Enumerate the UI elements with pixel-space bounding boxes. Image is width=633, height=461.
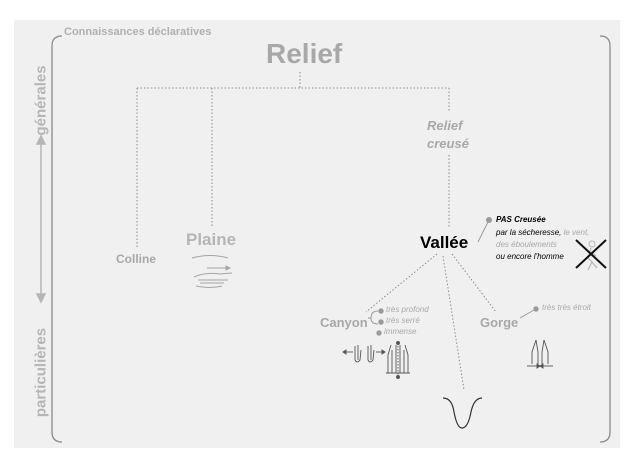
vallee-note-title: PAS Creusée bbox=[496, 215, 546, 224]
node-gorge: Gorge bbox=[480, 315, 519, 330]
node-relief-creuse-line1: Relief bbox=[427, 118, 463, 133]
vallee-note-line3: ou encore l'homme bbox=[496, 252, 564, 261]
axis-label-bottom: particulières bbox=[32, 327, 50, 418]
crossed-out-person-icon bbox=[575, 239, 607, 271]
left-bracket bbox=[51, 35, 63, 443]
vallee-note-dot bbox=[486, 217, 492, 223]
gorge-note-1: très très étroit bbox=[542, 303, 591, 312]
canyon-note-3: immense bbox=[384, 327, 417, 336]
section-label: Connaissances déclaratives bbox=[64, 26, 212, 38]
node-canyon: Canyon bbox=[320, 315, 368, 330]
node-vallee: Vallée bbox=[420, 233, 469, 252]
u-curve-icon bbox=[442, 397, 483, 429]
gorge-note-link bbox=[519, 309, 535, 319]
node-relief-creuse-line2: creusé bbox=[427, 136, 469, 151]
vallee-note-line1-b: le vent, bbox=[561, 228, 590, 237]
gorge-hands-gesture-icon bbox=[527, 339, 553, 369]
vallee-to-bottom bbox=[442, 255, 465, 391]
vallee-note-link bbox=[477, 221, 489, 243]
vallee-to-gorge bbox=[451, 253, 497, 313]
narrow-hands-gesture-icon bbox=[386, 341, 410, 379]
axis-label-top: générales bbox=[32, 65, 50, 136]
node-colline: Colline bbox=[116, 252, 157, 266]
canyon-note-2: très serré bbox=[386, 316, 420, 325]
spread-hands-gesture-icon bbox=[342, 345, 386, 363]
node-relief: Relief bbox=[266, 38, 343, 69]
node-plaine: Plaine bbox=[186, 230, 237, 249]
vallee-to-canyon bbox=[365, 253, 438, 313]
generality-axis-arrow bbox=[35, 134, 47, 304]
flat-hand-gesture-icon bbox=[191, 255, 233, 288]
right-bracket bbox=[599, 35, 611, 443]
vallee-note-line2: des éboulements bbox=[496, 240, 557, 249]
canyon-brace bbox=[368, 310, 379, 325]
vallee-note-line1: par la sécheresse, le vent, bbox=[496, 228, 589, 237]
canyon-note-1: très profond bbox=[386, 305, 429, 314]
vallee-note-line1-a: par la sécheresse, bbox=[496, 228, 562, 237]
diagram-panel bbox=[14, 20, 620, 448]
